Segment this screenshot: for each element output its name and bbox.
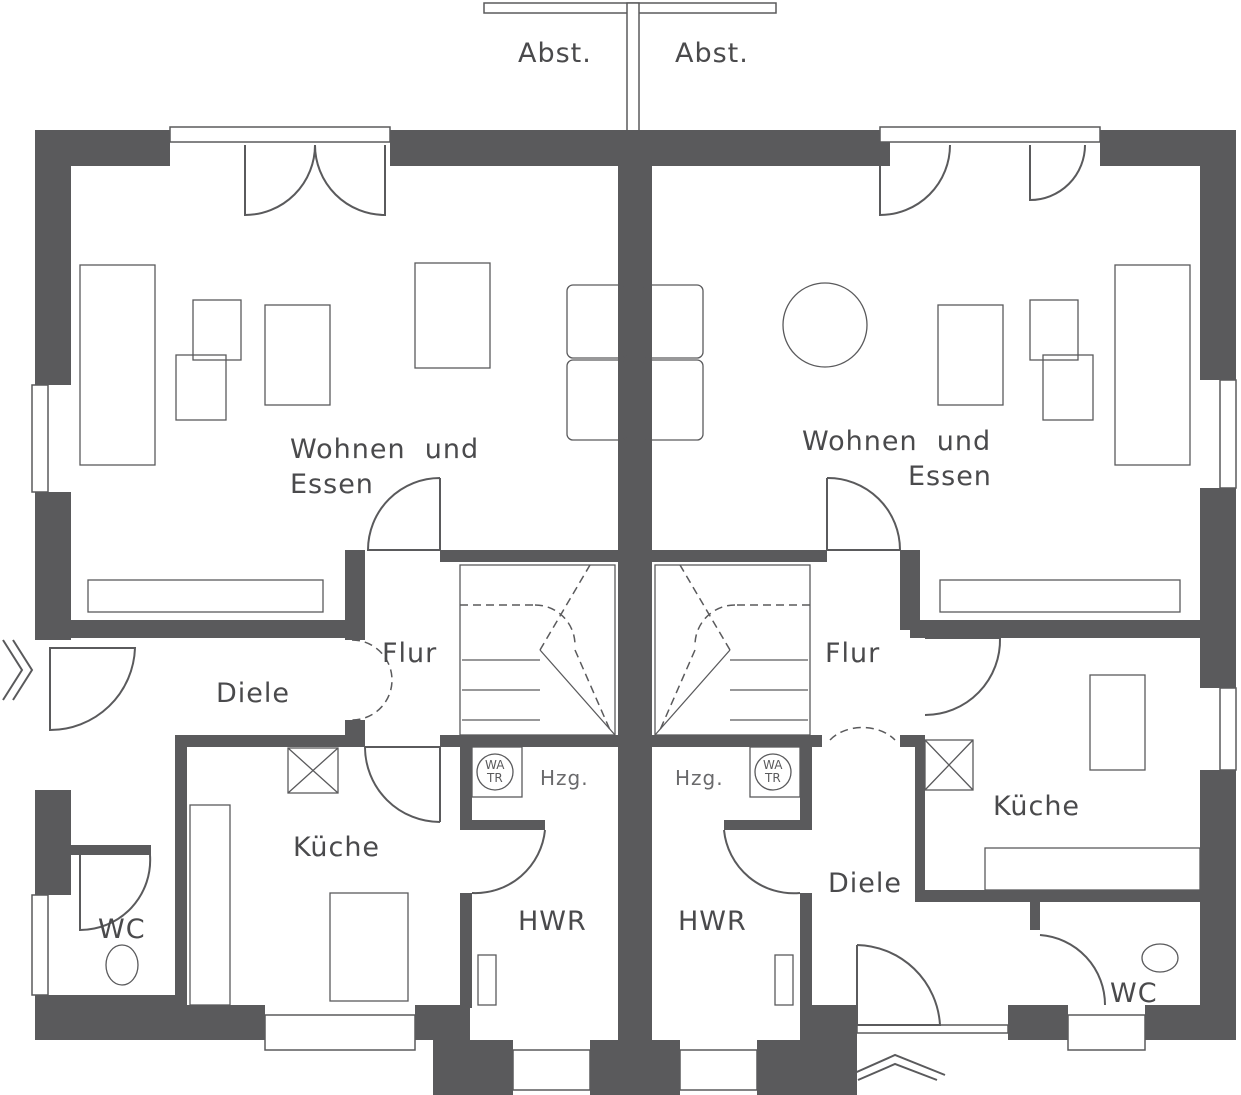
staircases [459, 564, 811, 736]
label-utility-left: HWR [518, 906, 587, 937]
windows [31, 126, 1237, 1091]
label-hall-right: Flur [825, 638, 880, 669]
label-abst-right: Abst. [675, 38, 749, 69]
washer-dryer-right: WA TR [749, 746, 801, 798]
label-kitchen-right: Küche [993, 791, 1080, 822]
label-utility-right: HWR [678, 906, 747, 937]
room-labels: Abst. Abst. Wohnen und Essen Flur Diele … [98, 38, 1158, 1009]
label-living-right-2: Essen [908, 461, 992, 492]
label-hall-left: Flur [382, 638, 437, 669]
label-heating-right: Hzg. [675, 766, 724, 790]
label-living-right: Wohnen und [802, 426, 991, 457]
label-living-left-2: Essen [290, 469, 374, 500]
washer-label: WA [763, 758, 783, 772]
label-heating-left: Hzg. [540, 766, 589, 790]
dryer-label: TR [486, 771, 503, 785]
walls [35, 130, 1236, 1095]
label-entry-left: Diele [216, 678, 290, 709]
doors [2, 144, 1107, 1081]
washer-label: WA [485, 758, 505, 772]
label-wc-right: WC [1110, 978, 1158, 1009]
label-abst-left: Abst. [518, 38, 592, 69]
label-wc-left: WC [98, 914, 146, 945]
label-kitchen-left: Küche [293, 832, 380, 863]
label-entry-right: Diele [828, 868, 902, 899]
furniture [79, 262, 1201, 1006]
washer-dryer-left: WA TR [471, 746, 523, 798]
label-living-left: Wohnen und [290, 434, 479, 465]
dryer-label: TR [764, 771, 781, 785]
